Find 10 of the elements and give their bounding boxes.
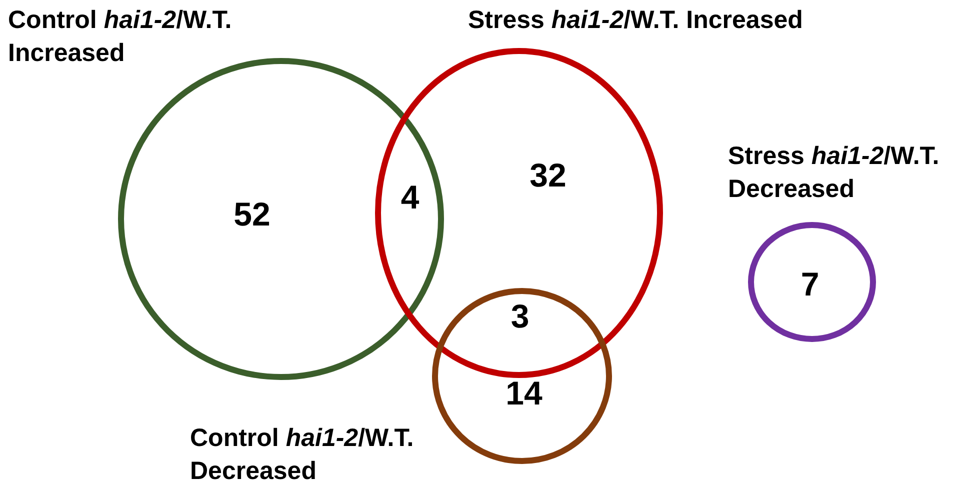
count-value: 14 (506, 376, 542, 410)
set-label: Stress hai1-2/W.T. Decreased (728, 141, 940, 206)
count-value: 52 (234, 198, 270, 230)
overlap-count: 4 (400, 180, 420, 214)
count-value: 7 (800, 268, 820, 300)
set-label: Control hai1-2/W.T. Increased (8, 5, 233, 70)
count-value: 32 (530, 158, 566, 192)
overlap-count: 3 (510, 300, 530, 332)
set-label: Stress hai1-2/W.T. Increased (468, 5, 804, 36)
set-label: Control hai1-2/W.T. Decreased (190, 423, 415, 488)
